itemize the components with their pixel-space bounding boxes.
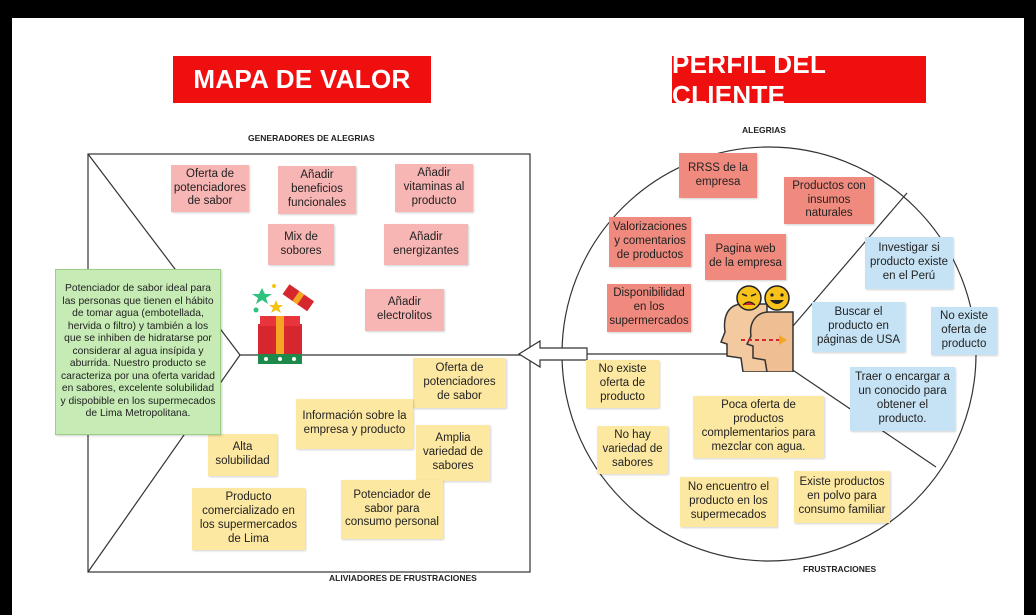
customer-pain-note: No encuentro el producto en los supermec…: [680, 477, 777, 527]
customer-gain-note: RRSS de la empresa: [679, 153, 757, 198]
gain-creator-note: Añadir electrolitos: [365, 289, 444, 331]
gain-creator-note: Mix de sobores: [268, 224, 334, 265]
customer-job-note: Traer o encargar a un conocido para obte…: [850, 367, 955, 431]
pain-reliever-note: Alta solubilidad: [208, 434, 277, 476]
customer-gain-note: Valorizaciones y comentarios de producto…: [609, 217, 691, 267]
customer-gain-note: Disponibilidad en los supermercados: [607, 284, 691, 332]
gains-label: ALEGRIAS: [742, 125, 786, 135]
pain-reliever-note: Amplia variedad de sabores: [416, 425, 490, 481]
customer-pain-note: No existe oferta de producto: [586, 360, 659, 408]
pains-label: FRUSTRACIONES: [803, 564, 877, 574]
gain-creator-note: Añadir vitaminas al producto: [395, 164, 473, 212]
customer-gain-note: Productos con insumos naturales: [784, 177, 874, 224]
customer-faces-icon: [720, 285, 794, 372]
pain-relievers-label: ALIVIADORES DE FRUSTRACIONES: [329, 573, 477, 583]
gain-creator-note: Añadir beneficios funcionales: [278, 166, 356, 214]
customer-job-note: Buscar el producto en páginas de USA: [812, 302, 905, 352]
gain-creators-label: GENERADORES DE ALEGRIAS: [248, 133, 375, 143]
pain-reliever-note: Potenciador de sabor para consumo person…: [341, 480, 443, 539]
customer-job-note: Investigar si producto existe en el Perú: [865, 237, 953, 289]
fit-arrow-icon: [517, 339, 588, 369]
pain-reliever-note: Producto comercializado en los supermerc…: [192, 488, 305, 550]
value-map-title: MAPA DE VALOR: [173, 56, 431, 103]
gain-creator-note: Oferta de potenciadores de sabor: [171, 165, 249, 212]
gift-box-icon: [252, 284, 314, 364]
customer-pain-note: Poca oferta de productos complementarios…: [693, 396, 824, 458]
value-proposition-note: Potenciador de sabor ideal para las pers…: [55, 269, 221, 435]
gain-creator-note: Añadir energizantes: [384, 224, 468, 265]
customer-job-note: No existe oferta de producto: [931, 307, 997, 355]
pain-reliever-note: Oferta de potenciadores de sabor: [413, 358, 506, 408]
customer-pain-note: Existe productos en polvo para consumo f…: [794, 471, 890, 523]
value-proposition-canvas: MAPA DE VALOR PERFIL DEL CLIENTE GENERAD…: [12, 18, 1024, 615]
customer-pain-note: No hay variedad de sabores: [597, 426, 668, 474]
pain-reliever-note: Información sobre la empresa y producto: [296, 399, 413, 449]
customer-gain-note: Pagina web de la empresa: [705, 234, 786, 280]
customer-profile-title: PERFIL DEL CLIENTE: [672, 49, 926, 110]
